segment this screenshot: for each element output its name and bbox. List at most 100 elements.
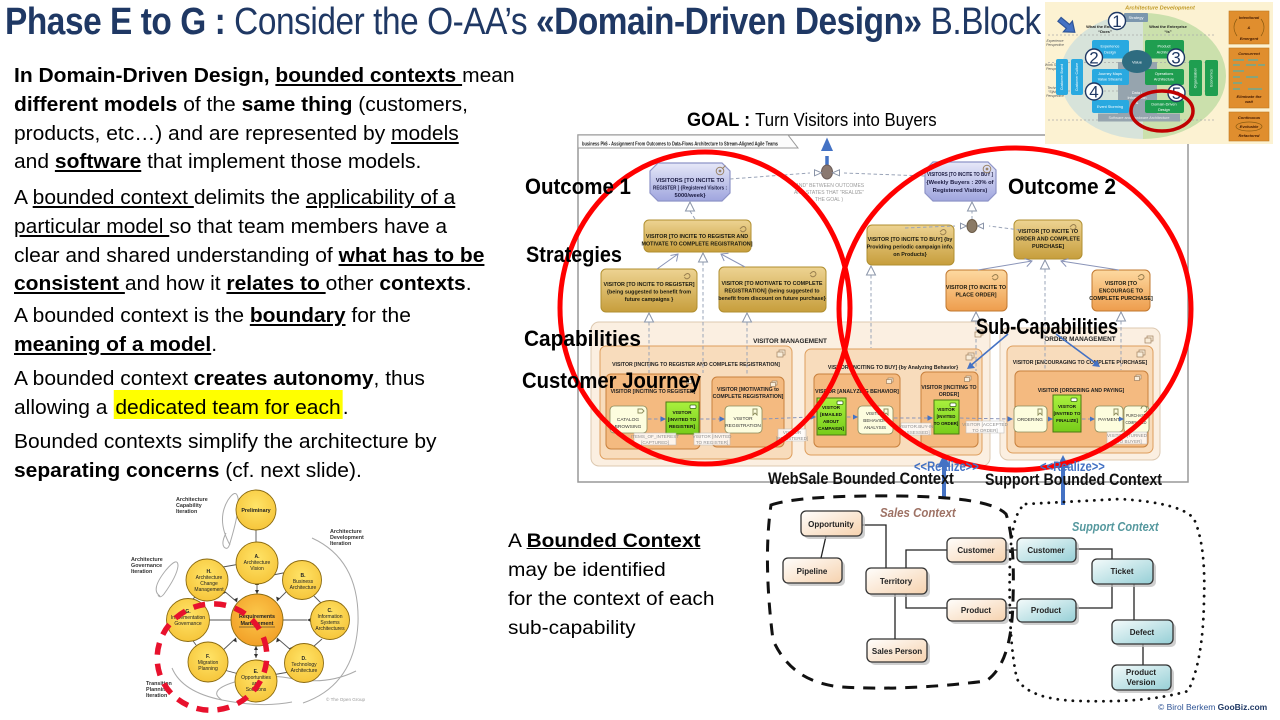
svg-text:Defect: Defect [1130,628,1155,637]
svg-text:MOTIVATE TO COMPLETE REGISTRAT: MOTIVATE TO COMPLETE REGISTRATION] [641,242,752,248]
svg-text:Transition: Transition [146,681,172,687]
svg-text:What the Enterprise: What the Enterprise [1149,24,1188,29]
svg-text:Change: Change [200,581,218,587]
svg-text:wait: wait [1245,99,1253,104]
svg-text:VISITOR [TO MOTIVATE TO COMPLE: VISITOR [TO MOTIVATE TO COMPLETE [721,281,822,287]
svg-text:Perspective: Perspective [1046,67,1064,71]
svg-text:Customer Culture: Customer Culture [1075,63,1079,91]
svg-text:C.: C. [328,608,334,614]
svg-text:Journey Maps: Journey Maps [1098,72,1122,76]
svg-text:Value Streams: Value Streams [1098,78,1123,82]
svg-text:VISITOR [TO INCITE TO: VISITOR [TO INCITE TO [1018,229,1078,235]
svg-text:Requirements: Requirements [239,614,275,620]
svg-text:PLACE ORDER]: PLACE ORDER] [955,293,996,299]
svg-text:VISITOR [TO INCITE TO REGISTER: VISITOR [TO INCITE TO REGISTER] [603,282,694,288]
svg-text:System: System [1049,90,1060,94]
svg-text:F.: F. [206,654,211,660]
svg-text:Work System: Work System [1045,63,1065,67]
svg-text:Product: Product [1126,668,1157,677]
svg-text:Architectures: Architectures [315,626,345,632]
svg-text:Architecture Development: Architecture Development [1124,6,1196,12]
svg-text:future campaigns }: future campaigns } [625,297,674,303]
svg-text:REGISTRATION: REGISTRATION [725,423,761,429]
svg-text:CATALOG: CATALOG [617,417,639,423]
svg-text:VISITOR [TO INCITE TO BUY] {b: VISITOR [TO INCITE TO BUY] {by [868,237,953,243]
svg-text:Management: Management [194,587,224,593]
svg-text:B.: B. [301,573,307,579]
svg-text:“AND” BETWEEN OUTCOMES: “AND” BETWEEN OUTCOMES [794,183,865,189]
svg-text:VISITOR [TO INCITE TO REGISTER: VISITOR [TO INCITE TO REGISTER AND [646,234,748,240]
svg-text:Refactored: Refactored [1239,133,1260,138]
svg-text:PAYMENT: PAYMENT [1098,417,1120,422]
svg-text:{Weekly Buyers : 20% of: {Weekly Buyers : 20% of [926,180,993,186]
svg-text:VISITOR: VISITOR [822,405,841,410]
svg-text:[INVITED TO: [INVITED TO [1054,411,1081,416]
svg-text:Customer: Customer [957,546,994,555]
svg-text:Continuous: Continuous [1238,115,1261,120]
svg-text:Architecture: Architecture [1154,78,1174,82]
svg-text:Business: Business [293,579,314,585]
svg-text:VISITOR [INCITING TO REGISTER]: VISITOR [INCITING TO REGISTER] [611,389,696,395]
svg-text:Event Storming: Event Storming [1097,105,1123,109]
svg-text:FINALIZE]: FINALIZE] [1056,418,1078,423]
svg-text:1: 1 [1112,12,1121,31]
svg-text:THE GOAL ): THE GOAL ) [815,197,843,203]
svg-text:Technology: Technology [291,662,317,668]
svg-text:VISITOR.BUY-IN: VISITOR.BUY-IN [899,424,934,429]
svg-text:VISITOR [INCITING TO: VISITOR [INCITING TO [921,385,976,391]
svg-text:Architecture: Architecture [176,497,208,503]
svg-text:Customer Brand: Customer Brand [1060,64,1064,90]
svg-text:TO REGISTER]: TO REGISTER] [696,440,728,445]
svg-text:ENCOURAGE TO: ENCOURAGE TO [1099,289,1143,295]
svg-text:Iteration: Iteration [131,569,152,575]
svg-text:Evolvable: Evolvable [1240,124,1259,129]
svg-text:[INVITED TO: [INVITED TO [668,417,697,423]
svg-text:Technical/: Technical/ [1047,86,1063,90]
svg-text:ORDER MANAGEMENT: ORDER MANAGEMENT [1044,336,1115,343]
svg-text:D.: D. [302,656,308,662]
svg-text:VISITOR [INCITING TO BUY] {by: VISITOR [INCITING TO BUY] {by Analyzing … [828,365,958,371]
svg-text:Product: Product [1031,606,1062,615]
svg-text:[EMAILED: [EMAILED [820,412,842,417]
svg-text:COMPLETED: COMPLETED [1126,420,1147,425]
svg-text:[INVITED: [INVITED [937,414,956,419]
svg-text:ABOUT: ABOUT [823,419,839,424]
svg-text:Intentional: Intentional [1239,15,1260,20]
svg-text:TO ORDER]: TO ORDER] [934,421,959,426]
svg-text:Eliminate the: Eliminate the [1237,94,1263,99]
svg-text:VISITOR [ENCOURAGING TO COMPLE: VISITOR [ENCOURAGING TO COMPLETE PURCHAS… [1013,360,1148,366]
svg-text:[ASSESSED]: [ASSESSED] [902,430,929,435]
svg-text:5000/week}: 5000/week} [675,193,707,199]
svg-text:VISITOR: VISITOR [937,407,955,412]
svg-text:Architecture: Architecture [244,560,271,566]
svg-text:Architect: Architect [1157,51,1173,55]
svg-text:Version: Version [1127,678,1156,687]
svg-text:VISITOR: VISITOR [733,416,753,422]
svg-text:Concurrent: Concurrent [1238,51,1260,56]
svg-text:Pipeline: Pipeline [797,567,828,576]
svg-text:&: & [1248,25,1251,30]
svg-text:Software and Hardware Archite: Software and Hardware Architecture [1109,116,1170,120]
svg-text:PURCHASE]: PURCHASE] [1032,244,1064,250]
svg-text:Architecture: Architecture [330,529,362,535]
svg-text:benefit from discount on futur: benefit from discount on future purchase… [718,296,826,302]
svg-text:ORDER AND COMPLETE: ORDER AND COMPLETE [1016,237,1080,243]
svg-text:2: 2 [1089,49,1098,68]
svg-text:ANALYSIS: ANALYSIS [864,425,886,430]
svg-text:Preliminary: Preliminary [241,508,270,514]
svg-text:VISITOR [TO: VISITOR [TO [1105,281,1137,287]
svg-text:4: 4 [1089,83,1098,102]
svg-text:&: & [1136,101,1139,105]
svg-text:Economics: Economics [1210,69,1214,87]
svg-text:Design: Design [1104,51,1116,55]
svg-text:on Products}: on Products} [893,252,927,258]
svg-text:Iteration: Iteration [330,541,351,547]
svg-text:Product: Product [1157,45,1171,49]
svg-text:Opportunity: Opportunity [808,520,854,529]
svg-text:Value: Value [1132,60,1143,65]
svg-text:CAMPAIGN]: CAMPAIGN] [818,426,844,431]
svg-text:AND STATES THAT “REALIZE”: AND STATES THAT “REALIZE” [794,190,864,196]
svg-text:Migration: Migration [198,660,219,666]
svg-text:H.: H. [207,569,213,575]
svg-text:ORDER]: ORDER] [939,392,960,398]
